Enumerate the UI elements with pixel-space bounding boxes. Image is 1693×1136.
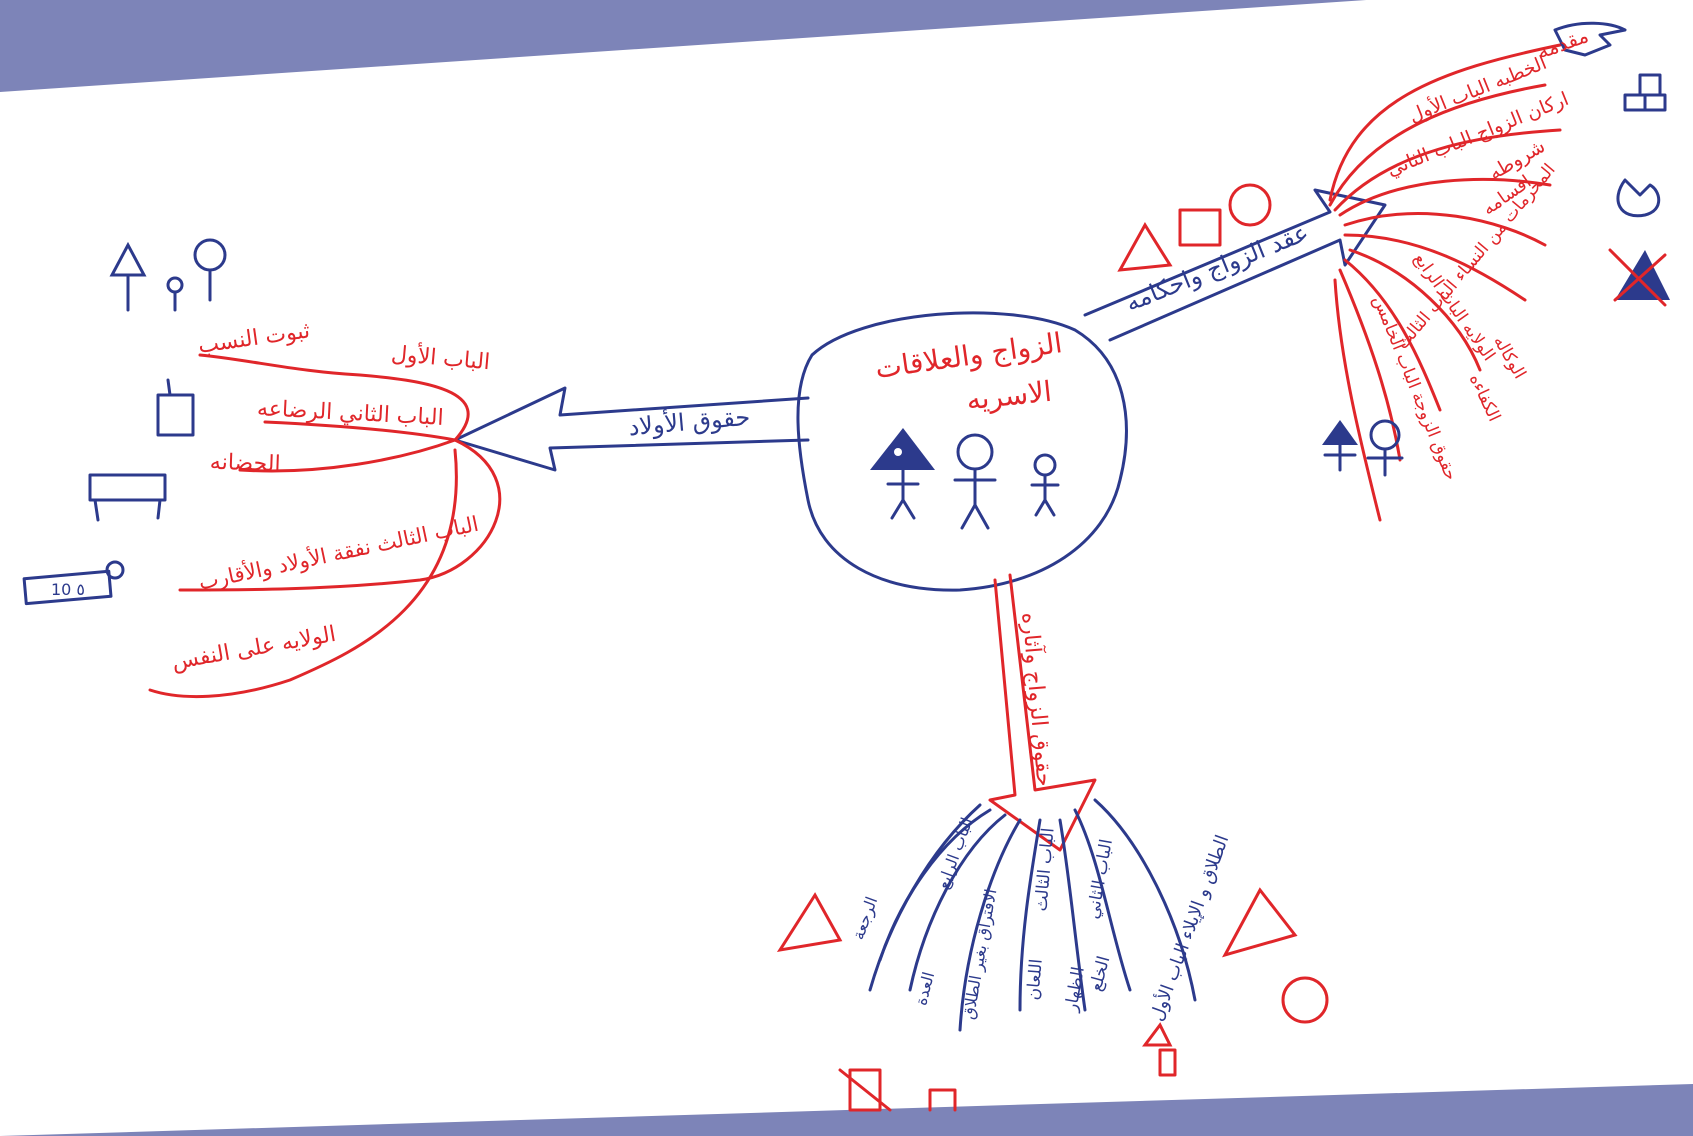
pie-piece-icon — [1616, 178, 1661, 218]
thumbs-up-icon — [156, 378, 195, 437]
crossed-paper-icon — [838, 1022, 1177, 1112]
building-blocks-icon — [1623, 73, 1667, 112]
sad-triangle-face-icon — [776, 887, 1329, 1024]
left-stick-figures-icon — [109, 238, 227, 312]
central-circle — [796, 311, 1128, 592]
table-icon — [88, 473, 167, 522]
arrow-bottom — [988, 573, 1097, 852]
bottom-branch-lines — [868, 798, 1197, 1032]
money-note-text: 10 ٥ — [51, 580, 85, 599]
stick-figure-family-icon — [1322, 419, 1404, 477]
banknote-icon — [22, 560, 125, 606]
hand-icon — [1553, 21, 1627, 57]
right-branch-lines — [1328, 43, 1562, 522]
left-branch-lines — [148, 353, 502, 699]
arrow-top-right — [1083, 188, 1387, 342]
svg-text:10 ٥: 10 ٥ — [51, 580, 85, 599]
top-right-faces-icon — [1117, 183, 1272, 272]
bottom-item-5: اللعان — [1023, 958, 1047, 1001]
crossed-triangle-face-icon — [1608, 248, 1670, 307]
left-item-4: الحضانه — [209, 450, 281, 477]
central-family-figures-icon — [870, 428, 1060, 530]
